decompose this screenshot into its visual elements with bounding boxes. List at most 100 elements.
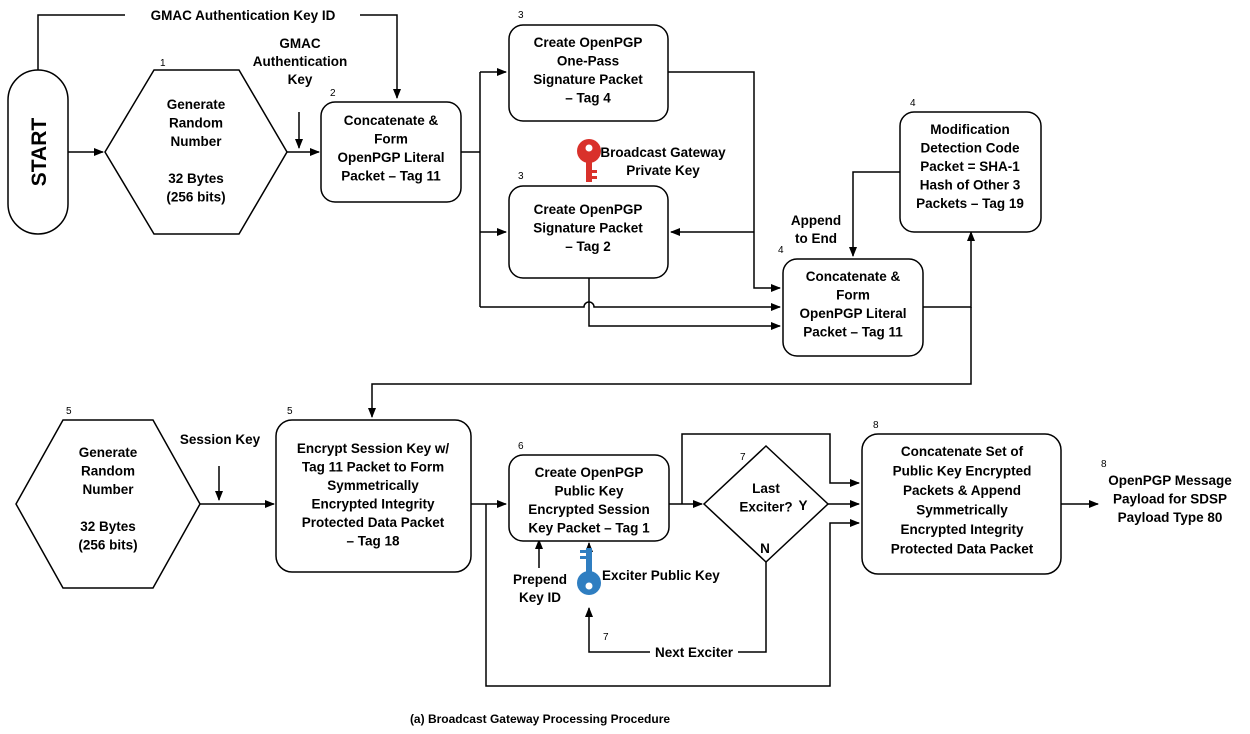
text-line: Payload for SDSP <box>1113 492 1227 507</box>
text-line: Generate <box>79 445 138 460</box>
block-encrypt-session-key: 5 Encrypt Session Key w/Tag 11 Packet to… <box>275 406 472 573</box>
text-line: Encrypted Session <box>528 502 650 517</box>
text-line: OpenPGP Message <box>1108 473 1232 488</box>
hexagon-shape <box>104 69 288 235</box>
step-number: 5 <box>287 406 293 417</box>
text-line: Tag 11 Packet to Form <box>302 460 444 475</box>
step-number: 2 <box>330 88 336 99</box>
connector-concat2-to-encrypt <box>368 307 972 418</box>
text-line: Packet – Tag 11 <box>341 169 441 184</box>
text-line: Append <box>791 213 841 228</box>
text-line: – Tag 2 <box>565 239 611 254</box>
figure-caption: (a) Broadcast Gateway Processing Procedu… <box>410 712 670 726</box>
text-line: Form <box>374 132 408 147</box>
text-line: One-Pass <box>557 54 619 69</box>
text-line: Key ID <box>519 590 561 605</box>
rounded-box <box>508 185 669 279</box>
decision-yes-label: Y <box>798 498 807 513</box>
rounded-box <box>275 419 472 573</box>
text-line: Modification <box>930 122 1010 137</box>
rounded-box <box>899 111 1042 233</box>
text-line: Protected Data Packet <box>891 542 1034 557</box>
start-shape <box>7 69 69 235</box>
text-line: to End <box>795 231 837 246</box>
text-line: 32 Bytes <box>80 519 136 534</box>
text-line: Signature Packet <box>533 72 643 87</box>
text-line: Number <box>170 134 222 149</box>
text-line: Last <box>752 481 780 496</box>
text-line: – Tag 4 <box>565 91 611 106</box>
text-line: Encrypt Session Key w/ <box>297 441 450 456</box>
text-line: Broadcast Gateway <box>600 145 726 160</box>
rounded-box <box>508 454 670 542</box>
text-line: Exciter? <box>739 500 792 515</box>
text-line: Concatenate & <box>806 269 901 284</box>
text-line: Encrypted Integrity <box>311 497 435 512</box>
public-key-icon <box>577 548 601 595</box>
step-number: 6 <box>518 441 524 452</box>
text-line: Packet – Tag 11 <box>803 325 903 340</box>
diamond-shape <box>702 444 830 564</box>
text-line: Key <box>288 72 313 87</box>
connectors <box>37 14 1099 687</box>
text-line: – Tag 18 <box>346 534 400 549</box>
step-number: 4 <box>910 98 916 109</box>
start-terminal: START <box>7 69 69 235</box>
text-line: Concatenate & <box>344 113 439 128</box>
step-number: 8 <box>873 420 879 431</box>
start-label: START <box>28 118 51 187</box>
private-key-icon <box>577 139 601 182</box>
text-line: Private Key <box>626 163 700 178</box>
rounded-box <box>861 433 1062 575</box>
step-number: 5 <box>66 406 72 417</box>
text-line: Random <box>81 464 135 479</box>
step-number: 3 <box>518 10 524 21</box>
decision-no-label: N <box>760 541 770 556</box>
step-number: 8 <box>1101 459 1107 470</box>
text-line: Hash of Other 3 <box>920 178 1021 193</box>
session-key-label: Session Key <box>180 432 261 447</box>
text-line: Random <box>169 116 223 131</box>
text-line: Concatenate Set of <box>901 444 1024 459</box>
text-line: GMAC <box>279 36 320 51</box>
rounded-box <box>782 258 924 357</box>
hexagon-shape <box>15 419 201 589</box>
connector-concat2-to-mdc <box>923 231 975 308</box>
exciter-public-key-label: Exciter Public Key <box>602 568 720 583</box>
text-line: Encrypted Integrity <box>900 522 1024 537</box>
text-line: Create OpenPGP <box>534 202 643 217</box>
connector-encrypt-to-final <box>485 504 860 687</box>
next-exciter-label: Next Exciter <box>655 645 734 660</box>
gmac-key-id-label: GMAC Authentication Key ID <box>151 8 336 23</box>
text-line: (256 bits) <box>78 538 137 553</box>
text-line: Payload Type 80 <box>1118 510 1223 525</box>
text-line: Public Key <box>554 484 624 499</box>
step-number: 1 <box>160 58 166 69</box>
connector-signature-to-concat2 <box>588 278 781 330</box>
text-line: Create OpenPGP <box>534 35 643 50</box>
rounded-box <box>320 101 462 203</box>
text-line: Symmetrically <box>916 503 1008 518</box>
text-line: Packet = SHA-1 <box>920 159 1020 174</box>
connector-onepass-to-concat2 <box>668 71 781 292</box>
